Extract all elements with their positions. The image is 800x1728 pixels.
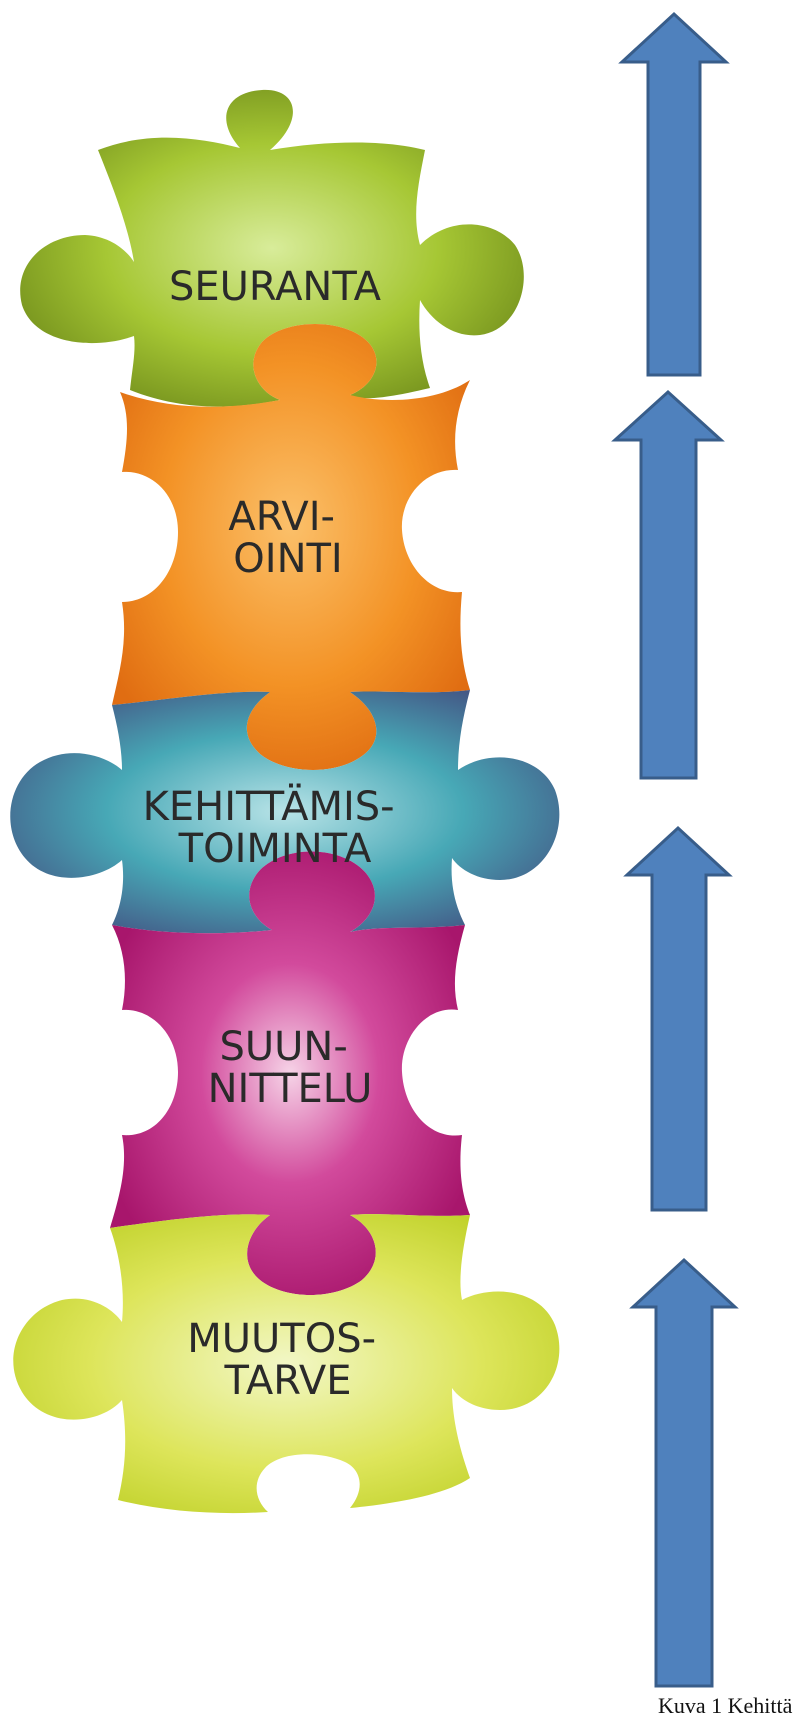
label-suunnittelu-line-2: NITTELU [208, 1066, 373, 1112]
label-suunnittelu-line-1: SUUN- [219, 1024, 347, 1070]
label-arviointi: ARVI- OINTI [228, 494, 347, 582]
label-arviointi-line-1: ARVI- [228, 494, 335, 540]
label-seuranta-line-1: SEURANTA [169, 264, 382, 310]
progress-arrows [615, 14, 735, 1686]
label-seuranta: SEURANTA [169, 264, 382, 310]
label-muutostarve-line-2: TARVE [224, 1358, 352, 1404]
up-arrow-4 [633, 1260, 735, 1686]
label-kehittamistoiminta: KEHITTÄMIS- TOIMINTA [143, 782, 408, 872]
label-arviointi-line-2: OINTI [233, 536, 342, 582]
up-arrow-2 [615, 392, 721, 778]
label-suunnittelu: SUUN- NITTELU [208, 1024, 373, 1112]
up-arrow-3 [627, 828, 729, 1210]
label-muutostarve-line-1: MUUTOS- [187, 1316, 376, 1362]
figure-caption: Kuva 1 Kehittä [658, 1693, 800, 1719]
label-kehittamistoiminta-line-1: KEHITTÄMIS- [143, 782, 395, 830]
label-kehittamistoiminta-line-2: TOIMINTA [178, 826, 372, 872]
up-arrow-1 [622, 14, 726, 375]
